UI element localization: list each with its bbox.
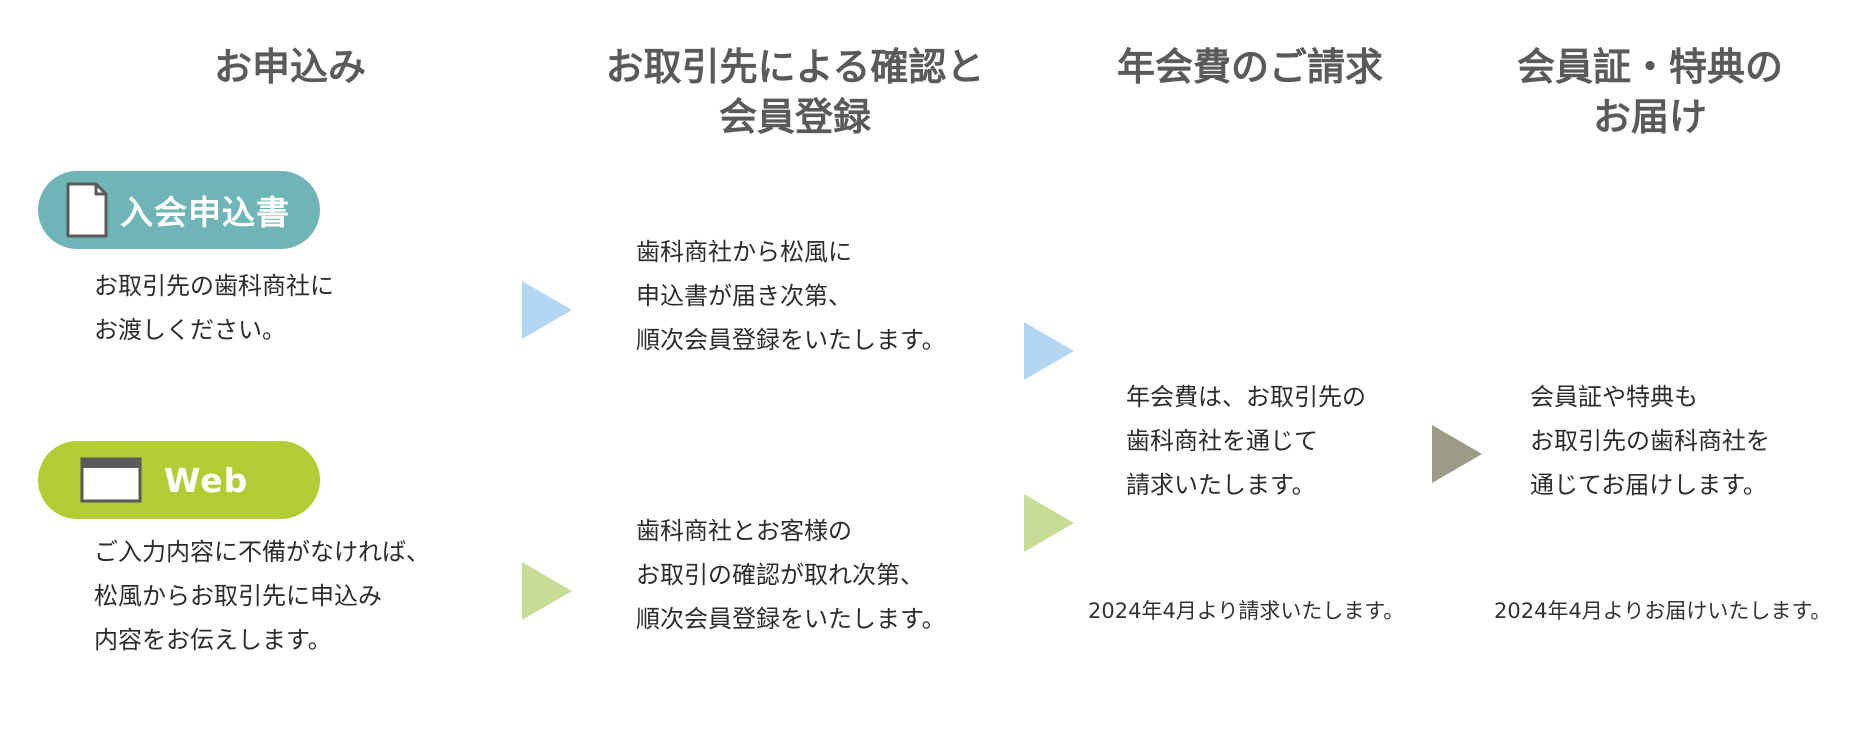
arrow-right-icon: [1024, 494, 1074, 552]
paper-registration-text: 歯科商社から松風に 申込書が届き次第、 順次会員登録をいたします。: [636, 238, 946, 354]
step4-title: 会員証・特典の お届け: [1516, 45, 1783, 139]
billing-text: 年会費は、お取引先の 歯科商社を通じて 請求いたします。: [1126, 383, 1366, 499]
paper-application-label: 入会申込書: [120, 193, 290, 232]
billing-start-note: 2024年4月より請求いたします。: [1088, 599, 1405, 623]
paper-route-description: お取引先の歯科商社に お渡しください。: [94, 272, 334, 344]
browser-window-icon: [80, 457, 142, 503]
web-route-description: ご入力内容に不備がなければ、 松風からお取引先に申込み 内容をお伝えします。: [94, 538, 430, 654]
web-registration-text: 歯科商社とお客様の お取引の確認が取れ次第、 順次会員登録をいたします。: [636, 517, 946, 633]
web-application-label: Web: [164, 460, 249, 500]
delivery-text: 会員証や特典も お取引先の歯科商社を 通じてお届けします。: [1530, 383, 1770, 499]
document-icon: [66, 182, 108, 238]
step2-title: お取引先による確認と 会員登録: [605, 45, 985, 139]
arrow-right-icon: [1432, 425, 1482, 483]
web-application-pill: Web: [38, 441, 320, 519]
delivery-start-note: 2024年4月よりお届けいたします。: [1494, 599, 1832, 623]
step3-title: 年会費のご請求: [1116, 45, 1383, 89]
arrow-right-icon: [1024, 322, 1074, 380]
paper-application-pill: 入会申込書: [38, 171, 320, 249]
arrow-right-icon: [522, 281, 572, 339]
step1-title: お申込み: [213, 45, 366, 89]
arrow-right-icon: [522, 562, 572, 620]
